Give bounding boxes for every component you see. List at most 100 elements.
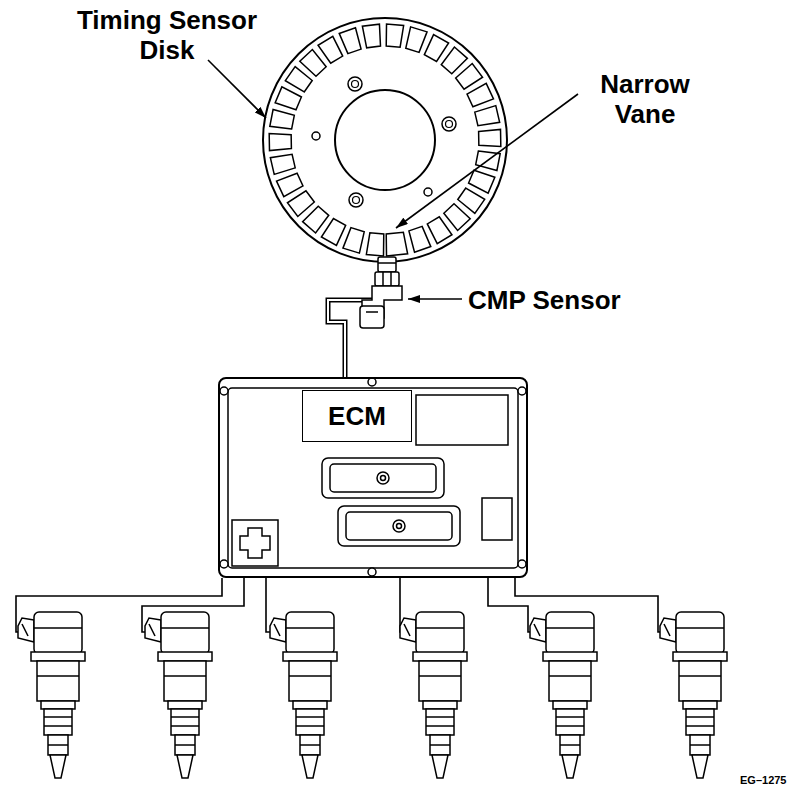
fuel-injector [560,744,580,746]
disk-slot [467,83,493,106]
fuel-injector [164,661,206,701]
fuel-injector [543,652,597,661]
fuel-injector [426,716,454,718]
ecm-details [228,388,518,568]
fuel-injector [660,612,727,778]
fuel-injector [400,612,467,778]
disk-slot [409,226,431,252]
disk-slot [444,204,470,231]
disk-slot [469,170,495,193]
fuel-injector [300,735,320,755]
disk-slot [270,109,295,128]
fuel-injector [171,716,199,718]
fuel-injector [423,701,457,709]
part-name: CMP Sensor [468,286,621,316]
fuel-injector [549,675,591,677]
cmp-sensor [366,311,378,313]
fuel-injector [686,725,714,727]
ecm-details [381,476,386,481]
fuel-injector [419,675,461,677]
disk-slot [269,133,291,150]
ecm-details [220,387,228,395]
ecm-details [220,560,228,568]
disk-slot [475,106,500,126]
ecm-details [482,498,512,540]
disk-slot [479,129,501,146]
fuel-injector [18,618,34,642]
fuel-injector [175,744,195,746]
fuel-injector [546,627,594,629]
disk-slot [427,217,452,244]
fuel-injector [37,675,79,677]
disk-slot [285,67,312,92]
fuel-injector [692,755,708,778]
ecm-details [240,528,270,558]
fuel-injector [145,612,212,778]
fuel-injector [168,701,202,709]
fuel-injector [296,716,324,718]
cmp-sensor [375,272,399,286]
fuel-injector [48,744,68,746]
fuel-injector [690,744,710,746]
timing-sensor-disk [312,132,320,140]
disk-slot [362,24,380,48]
fuel-injector [34,612,82,654]
fuel-injector [419,661,461,701]
ecm-details [416,395,508,445]
ecm-details [393,520,405,532]
disk-slot [321,219,345,246]
fuel-injector [175,735,195,755]
cmp-sensor [378,257,396,272]
timing-sensor-disk [263,18,507,262]
fuel-injector [426,725,454,727]
leader-line [208,60,578,299]
fuel-injector [676,612,724,654]
fuel-injector [44,725,72,727]
fuel-injector [430,735,450,755]
fuel-injector [37,661,79,701]
cmp-sensor [360,306,384,328]
fuel-injector [296,709,324,735]
cmp-sensor [390,272,392,286]
timing-sensor-disk [335,90,435,190]
ecm-details [232,520,278,566]
fuel-injector [177,755,193,778]
timing-sensor-disk [424,188,432,196]
fuel-injector [164,675,206,677]
ecm-details [330,464,436,492]
fuel-injector [161,627,209,629]
fuel-injector [283,652,337,661]
fuel-injector [270,612,337,778]
fuel-injector [690,735,710,755]
fuel-injector [562,755,578,778]
disk-slot [386,232,407,256]
part-name: Timing Sensor Disk [62,6,272,66]
fuel-injector [432,755,448,778]
timing-sensor-disk [353,197,360,204]
fuel-injector [676,627,724,629]
fuel-injector [416,612,464,654]
disk-slot [270,154,295,174]
fuel-injector [48,735,68,755]
fuel-injector [679,661,721,701]
fuel-injector [22,624,28,636]
fuel-injector [41,701,75,709]
fuel-injector [302,755,318,778]
fuel-injector [679,675,721,677]
fuel-injector [426,709,454,735]
cmp-sensor [382,272,384,286]
fuel-injector [683,701,717,709]
fuel-injector [664,624,670,636]
fuel-injector [534,624,540,636]
fuel-injector [530,612,597,778]
fuel-injector [430,744,450,746]
fuel-injector [31,652,85,661]
cmp-sensor [360,257,402,328]
fuel-injector [556,716,584,718]
ecm-details [220,378,526,576]
fuel-injector [530,618,546,642]
module-label: ECM [302,390,412,442]
timing-sensor-disk [352,81,359,88]
fuel-injector [270,618,286,642]
